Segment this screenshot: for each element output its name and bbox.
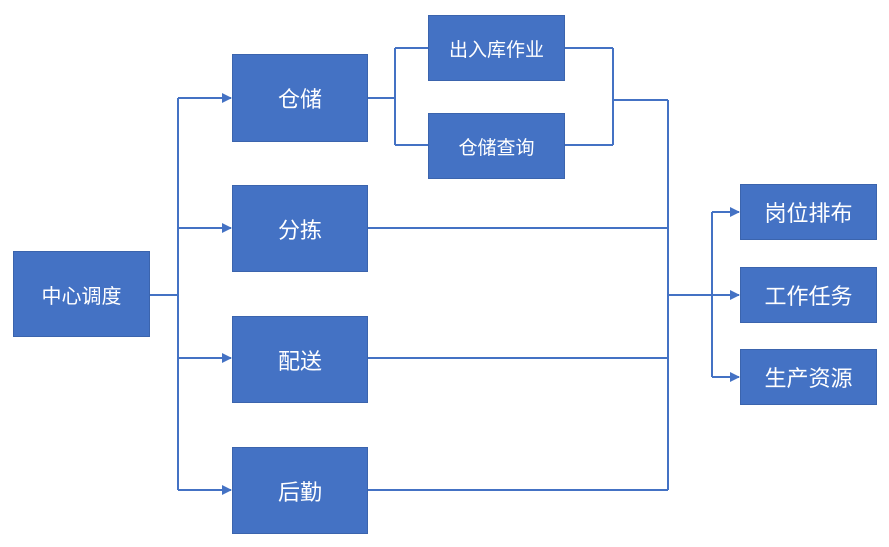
- node-post-arrangement[interactable]: 岗位排布: [740, 184, 877, 240]
- node-work-task[interactable]: 工作任务: [740, 267, 877, 323]
- node-delivery[interactable]: 配送: [232, 316, 368, 403]
- node-center-dispatch[interactable]: 中心调度: [13, 251, 150, 337]
- node-sorting[interactable]: 分拣: [232, 185, 368, 272]
- node-storage-query[interactable]: 仓储查询: [428, 113, 565, 179]
- node-storage[interactable]: 仓储: [232, 54, 368, 142]
- node-inout-operation[interactable]: 出入库作业: [428, 15, 565, 81]
- node-production-resource[interactable]: 生产资源: [740, 349, 877, 405]
- node-logistics[interactable]: 后勤: [232, 447, 368, 534]
